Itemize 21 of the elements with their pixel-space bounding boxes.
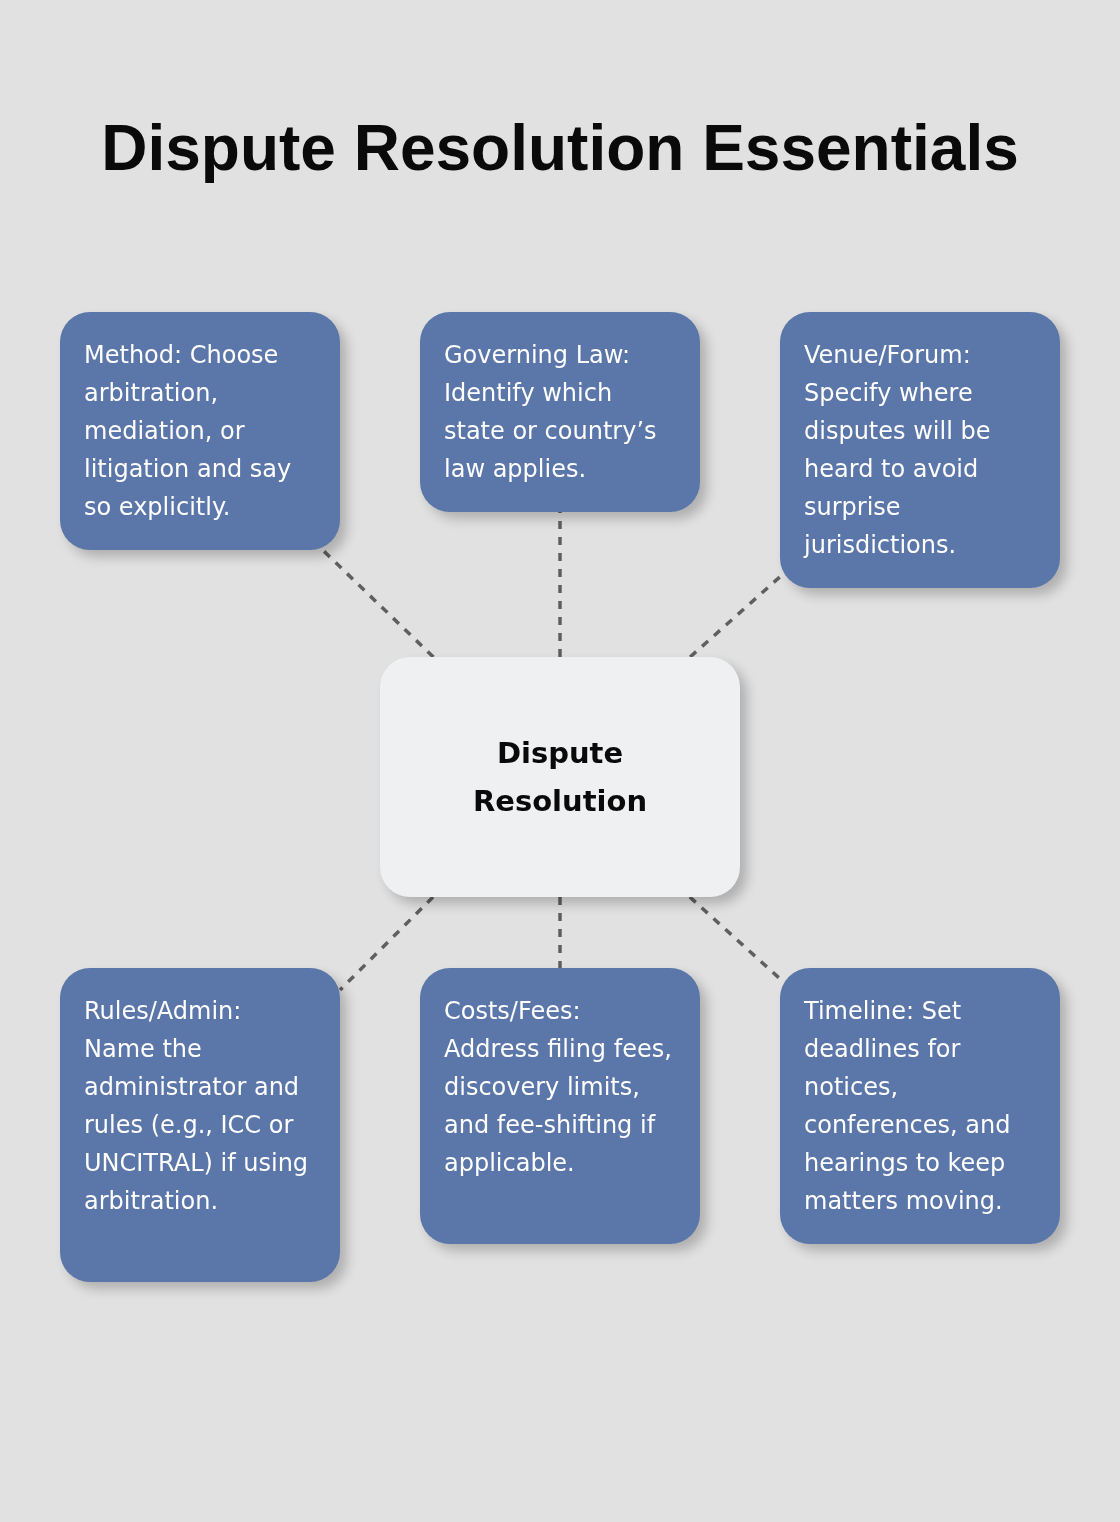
dashed-connector [689,575,782,659]
dashed-connector [688,895,782,981]
dashed-connector [338,895,435,992]
topic-text: Costs/Fees: Address filing fees, discovery limits, and fee-shifting if applicable. [444,996,672,1179]
topic-box [780,968,1060,1244]
central-topic-text: Dispute Resolution [471,735,649,820]
topic-text: Method: Choose arbitration, mediation, or litigation and say so explicitly. [84,340,293,523]
topic-text: Rules/Admin: Name the administrator and rules (e.g., ICC or UNCITRAL) if using arbitration. [84,996,310,1217]
topic-box [420,968,700,1244]
dashed-connector [558,896,562,968]
topic-text: Venue/Forum: Specify where disputes will be heard to avoid surprise jurisdictions. [804,340,992,561]
central-box [380,657,740,897]
dashed-connector [321,548,435,659]
title: Dispute Resolution Essentials [100,111,1020,186]
topic-text: Governing Law: Identify which state or country’s law applies. [444,340,658,485]
topic-box [60,968,340,1282]
topic-box [420,312,700,512]
topic-box [780,312,1060,588]
dashed-connector [558,511,562,658]
topic-text: Timeline: Set deadlines for notices, conferences, and hearings to keep matters moving. [804,996,1012,1217]
topic-box [60,312,340,550]
